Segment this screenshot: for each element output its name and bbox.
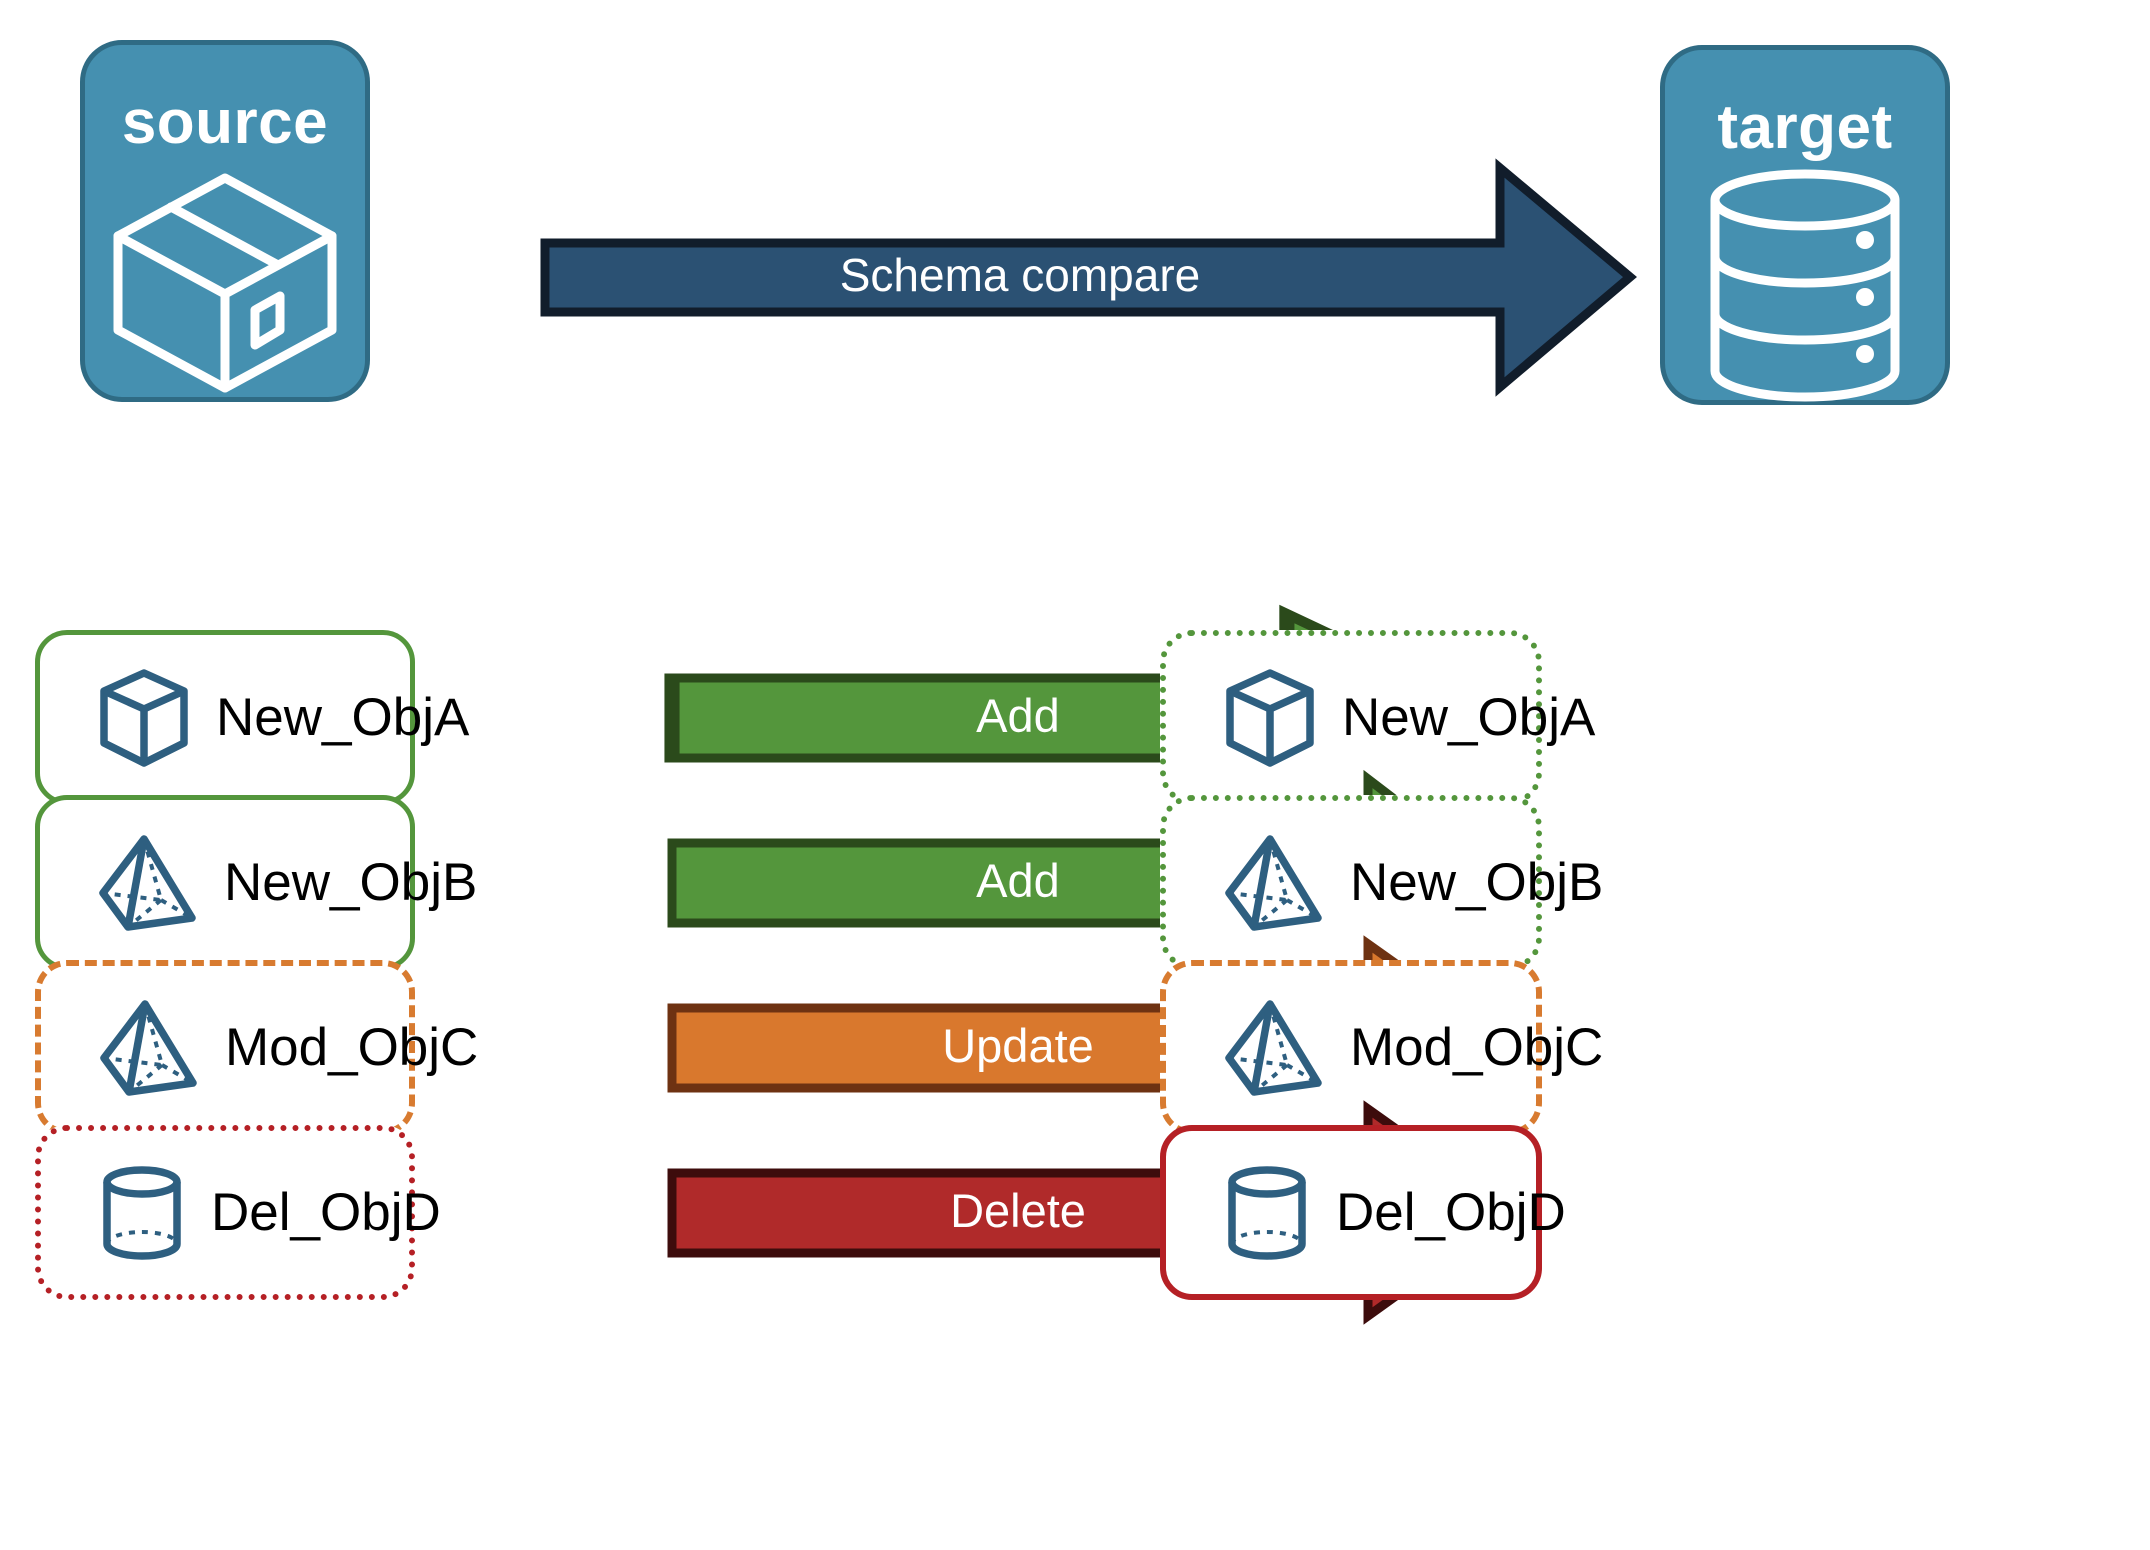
wireframe-pyramid-icon	[99, 999, 199, 1097]
object-name: Mod_ObjC	[225, 1018, 479, 1077]
object-name: Mod_ObjC	[1350, 1018, 1604, 1077]
object-name: Del_ObjD	[211, 1183, 441, 1242]
source-object-card[interactable]: Del_ObjD	[35, 1125, 441, 1300]
object-name: New_ObjB	[1350, 853, 1604, 912]
wireframe-pyramid-icon	[1224, 999, 1324, 1097]
target-object-card[interactable]: Mod_ObjC	[1160, 960, 1603, 1135]
action-label: Add	[976, 689, 1060, 742]
schema-compare-arrow[interactable]: Schema compare	[540, 158, 1640, 397]
action-label: Delete	[950, 1184, 1086, 1237]
database-cylinder-icon	[1705, 168, 1905, 403]
source-object-card[interactable]: New_ObjB	[35, 795, 477, 970]
action-label: Add	[976, 854, 1060, 907]
object-name: New_ObjA	[216, 688, 470, 747]
target-object-card[interactable]: Del_ObjD	[1160, 1125, 1566, 1300]
package-box-icon	[110, 170, 340, 395]
source-label: source	[121, 88, 329, 157]
object-name: New_ObjB	[224, 853, 478, 912]
object-name: Del_ObjD	[1336, 1183, 1566, 1242]
wireframe-pyramid-icon	[98, 834, 198, 932]
wireframe-pyramid-icon	[1224, 834, 1324, 932]
object-name: New_ObjA	[1342, 688, 1596, 747]
schema-compare-label: Schema compare	[839, 249, 1201, 301]
target-endpoint-card[interactable]: target	[1660, 45, 1950, 405]
wireframe-cube-icon	[1224, 668, 1316, 767]
compare-row: Del_ObjD Delete Del_ObjD	[0, 1100, 2150, 1325]
source-endpoint-card[interactable]: source	[80, 40, 370, 402]
wireframe-cylinder-icon	[1224, 1164, 1310, 1262]
target-object-card[interactable]: New_ObjB	[1160, 795, 1603, 970]
wireframe-cube-icon	[98, 668, 190, 767]
compare-row: Mod_ObjC Update	[0, 935, 2150, 1160]
source-object-card[interactable]: New_ObjA	[35, 630, 469, 805]
target-label: target	[1717, 93, 1893, 162]
action-label: Update	[942, 1019, 1094, 1072]
wireframe-cylinder-icon	[99, 1164, 185, 1262]
compare-row: New_ObjB Add	[0, 769, 2150, 996]
source-object-card[interactable]: Mod_ObjC	[35, 960, 478, 1135]
